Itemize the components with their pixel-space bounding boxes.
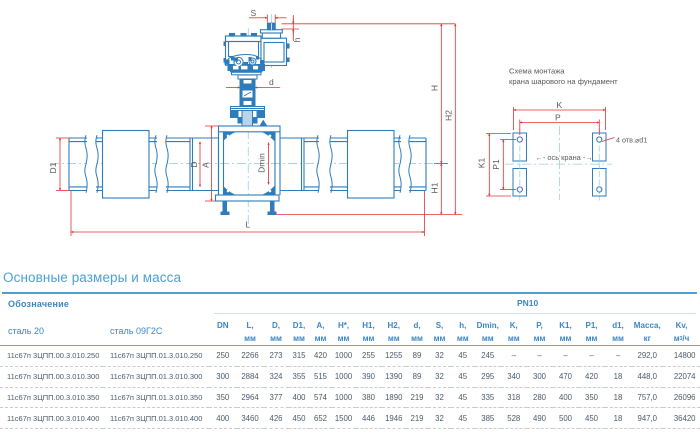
- svg-text:K: K: [557, 100, 563, 110]
- svg-text:P: P: [555, 113, 561, 123]
- svg-text:K1: K1: [477, 158, 487, 169]
- svg-text:D: D: [189, 161, 199, 167]
- svg-text:крана шарового на фундамент: крана шарового на фундамент: [509, 77, 618, 86]
- svg-text:Схема монтажа: Схема монтажа: [509, 67, 565, 76]
- svg-text:H2: H2: [444, 110, 454, 121]
- svg-text:P1: P1: [491, 159, 501, 170]
- svg-text:Dmin: Dmin: [257, 153, 267, 173]
- svg-text:h: h: [292, 37, 302, 42]
- svg-text:A: A: [201, 162, 211, 168]
- svg-text:←- ось крана -→: ←- ось крана -→: [536, 153, 593, 162]
- svg-text:S: S: [251, 8, 257, 18]
- svg-text:L: L: [246, 220, 251, 230]
- svg-text:D1: D1: [48, 162, 58, 173]
- svg-text:4 отв.⌀d1: 4 отв.⌀d1: [616, 136, 647, 145]
- svg-text:H: H: [430, 85, 440, 91]
- svg-text:d: d: [269, 77, 274, 87]
- svg-text:H1: H1: [430, 182, 440, 193]
